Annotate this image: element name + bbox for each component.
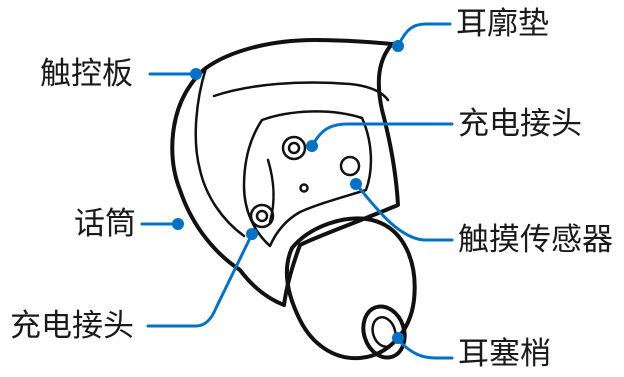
dot-charging-bottom (246, 228, 258, 240)
leader-ear-tip (396, 338, 454, 360)
leader-charging-top (310, 122, 454, 148)
dot-ear-tip (392, 332, 404, 344)
label-touchpad: 触控板 (40, 56, 133, 92)
label-charging-contact-bottom: 充电接头 (10, 308, 134, 344)
earbud-body-outline (170, 38, 400, 307)
leader-ear-cushion (396, 22, 452, 48)
dot-touch-sensor (350, 178, 362, 190)
cushion-top-curve (212, 81, 390, 102)
touch-sensor-window (339, 155, 361, 177)
charging-contact-top-center (287, 141, 301, 155)
label-ear-tip: 耳塞梢 (458, 336, 551, 372)
leader-touch-sensor (354, 182, 454, 242)
mic-hole (299, 183, 309, 193)
sensor-face-panel (242, 110, 373, 248)
cushion-edge (194, 66, 246, 238)
dot-ear-cushion (392, 40, 404, 52)
label-microphone: 话筒 (74, 206, 136, 242)
label-touch-sensor: 触摸传感器 (458, 222, 613, 258)
charging-contact-bottom-center (255, 209, 269, 223)
dot-microphone (172, 218, 184, 230)
charging-contact-bottom-ring (249, 203, 275, 229)
leader-charging-bottom (146, 232, 254, 328)
ear-tip-inner (371, 316, 397, 348)
ear-tip-opening (361, 304, 407, 360)
label-charging-contact-top: 充电接头 (458, 106, 582, 142)
dot-charging-top (306, 140, 318, 152)
dot-touchpad (190, 68, 202, 80)
face-inner-ridge (266, 158, 275, 224)
charging-contact-top-ring (281, 135, 307, 161)
label-ear-cushion: 耳廓垫 (456, 6, 549, 42)
